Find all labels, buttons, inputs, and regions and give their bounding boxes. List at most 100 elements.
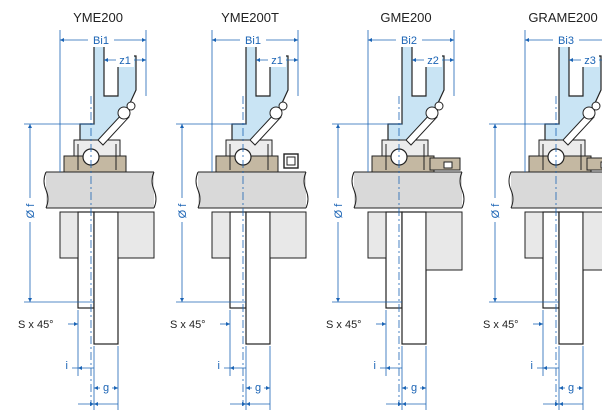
g-arrow-right	[266, 386, 270, 390]
chamfer-label: S x 45°	[170, 319, 206, 331]
width-label: Bi3	[558, 35, 574, 47]
housing-lower-boss-left	[524, 211, 544, 259]
housing-flange-lower	[93, 211, 119, 345]
offset-arrow-right	[142, 58, 146, 62]
i-label: i	[218, 360, 220, 372]
g-arrow-left	[559, 386, 563, 390]
diameter-label-bg	[174, 198, 190, 222]
view-title: YME200T	[221, 10, 279, 25]
diameter-label-bg	[487, 198, 503, 222]
shaft-break-left	[43, 171, 49, 209]
i-arrow	[230, 366, 234, 370]
view-title: GRAME200	[528, 10, 597, 25]
width-arrow-left	[60, 38, 64, 42]
bottom-arrow-left	[242, 402, 246, 406]
shaft	[354, 172, 462, 208]
view-title: YME200	[73, 10, 123, 25]
bottom-arrow-left	[398, 402, 402, 406]
offset-arrow-right	[294, 58, 298, 62]
g-arrow-left	[402, 386, 406, 390]
chamfer-arrow	[74, 322, 78, 326]
g-label-bg	[565, 380, 577, 394]
bottom-arrow-right	[559, 402, 563, 406]
shaft-break-left	[351, 171, 357, 209]
bottom-arrow-left	[90, 402, 94, 406]
width-arrow-right	[450, 38, 454, 42]
width-label-bg	[396, 33, 422, 47]
chamfer-label: S x 45°	[18, 319, 54, 331]
housing-flange-lower	[401, 211, 427, 345]
g-label: g	[411, 382, 417, 394]
housing-lower-boss-right	[269, 211, 307, 259]
i-label: i	[531, 360, 533, 372]
shaft-break-right	[151, 171, 157, 209]
offset-arrow-left	[256, 58, 260, 62]
grease-nipple-head	[269, 106, 283, 120]
g-label: g	[568, 382, 574, 394]
diameter-arrow-bottom	[180, 298, 184, 302]
diameter-arrow-top	[336, 124, 340, 128]
i-label: i	[66, 360, 68, 372]
i-arrow	[543, 366, 547, 370]
g-label: g	[103, 382, 109, 394]
housing-flange-lower	[245, 211, 271, 345]
chamfer-label: S x 45°	[326, 319, 362, 331]
offset-label-bg	[116, 53, 134, 67]
bottom-arrow-left	[555, 402, 559, 406]
g-arrow-left	[94, 386, 98, 390]
offset-label-bg	[581, 53, 599, 67]
bearing-unit-view-2: YME200T Bi1 z1 Ø f S x 45° i g	[170, 10, 309, 410]
diameter-arrow-bottom	[493, 298, 497, 302]
diameter-label: Ø f	[177, 203, 189, 219]
width-arrow-left	[525, 38, 529, 42]
width-label: Bi2	[401, 35, 417, 47]
housing-lower-web	[77, 211, 95, 309]
housing-lower-web	[542, 211, 560, 309]
shaft-break-left	[508, 171, 514, 209]
grease-nipple-head	[117, 106, 131, 120]
i-label: i	[374, 360, 376, 372]
grease-nipple-head	[425, 106, 439, 120]
grease-nipple-tip	[434, 101, 444, 111]
grease-nipple-head	[582, 106, 596, 120]
diameter-arrow-top	[493, 124, 497, 128]
collar-set-screw	[443, 161, 453, 169]
housing-lower-boss-right-extended	[425, 211, 463, 271]
g-label: g	[255, 382, 261, 394]
offset-label: z1	[271, 55, 283, 67]
g-arrow-right	[114, 386, 118, 390]
g-arrow-right	[422, 386, 426, 390]
shaft	[46, 172, 154, 208]
i-arrow	[386, 366, 390, 370]
width-arrow-left	[368, 38, 372, 42]
diameter-label: Ø f	[333, 203, 345, 219]
locking-collar-inner	[286, 156, 296, 166]
chamfer-arrow	[226, 322, 230, 326]
diameter-arrow-bottom	[28, 298, 32, 302]
shaft-break-left	[195, 171, 201, 209]
housing-lower-boss-left	[59, 211, 79, 259]
diameter-arrow-bottom	[336, 298, 340, 302]
chamfer-label: S x 45°	[483, 319, 519, 331]
shaft	[511, 172, 602, 208]
eccentric-collar	[586, 157, 602, 171]
diameter-label: Ø f	[490, 203, 502, 219]
width-arrow-left	[212, 38, 216, 42]
width-arrow-right	[294, 38, 298, 42]
width-label: Bi1	[245, 35, 261, 47]
i-arrow	[78, 366, 82, 370]
offset-arrow-left	[569, 58, 573, 62]
chamfer-arrow	[382, 322, 386, 326]
housing-lower-web	[229, 211, 247, 309]
bottom-arrow-right	[246, 402, 250, 406]
housing-lower-boss-left	[211, 211, 231, 259]
offset-label: z2	[427, 55, 439, 67]
offset-label: z3	[584, 55, 596, 67]
grease-nipple-tip	[278, 101, 288, 111]
offset-arrow-left	[104, 58, 108, 62]
offset-label: z1	[119, 55, 131, 67]
